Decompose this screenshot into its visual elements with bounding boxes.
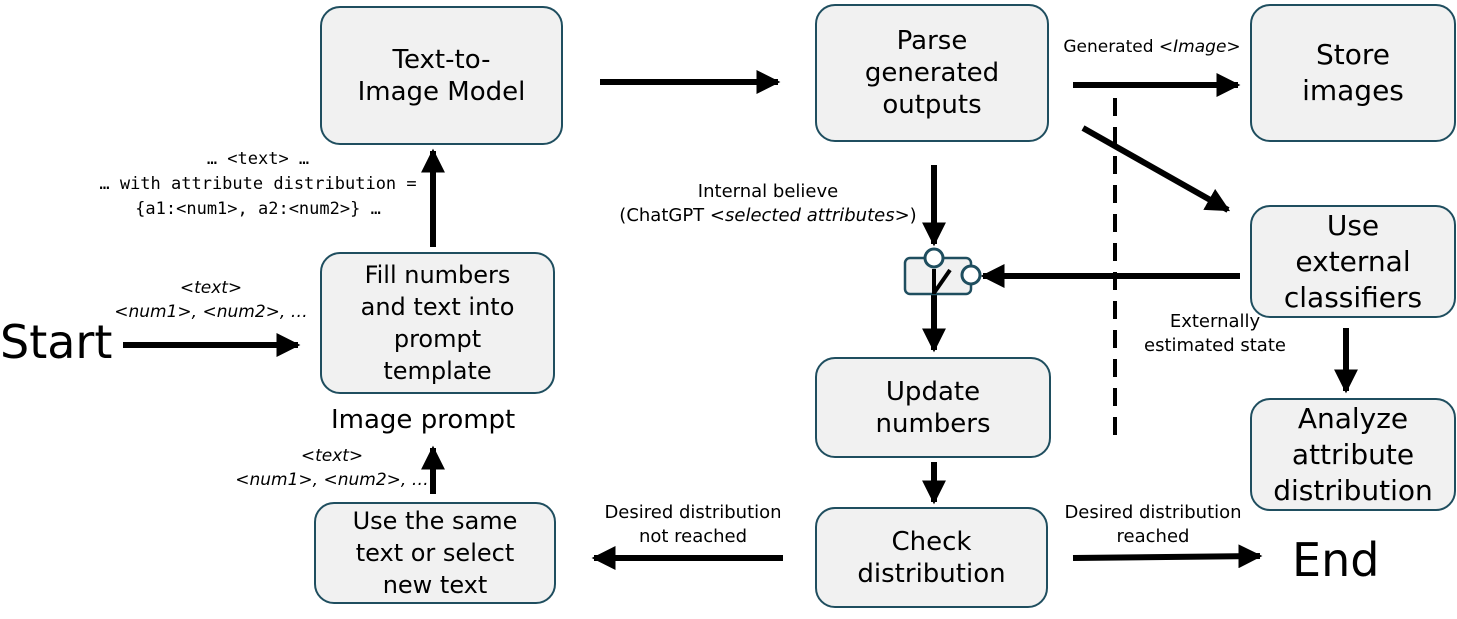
use-same-text-box: Use the same text or select new text xyxy=(314,502,556,604)
analyze-distribution-box: Analyze attribute distribution xyxy=(1250,398,1456,511)
internal-belief-text: Internal believe (ChatGPT <selected attr… xyxy=(619,181,917,226)
not-reached-text: Desired distribution not reached xyxy=(604,502,782,547)
reached-text: Desired distribution reached xyxy=(1064,502,1242,547)
start-inputs-text: <text> <num1>, <num2>, … xyxy=(114,278,308,322)
arrow-check-to-end xyxy=(1072,544,1263,569)
externally-estimated-text: Externally estimated state xyxy=(1144,311,1286,356)
loop-inputs-text: <text> <num1>, <num2>, … xyxy=(235,446,429,490)
end-label: End xyxy=(1292,533,1380,587)
prompt-example-text: … <text> … … with attribute distribution… xyxy=(99,149,417,219)
store-images-box: Store images xyxy=(1250,4,1456,142)
start-label: Start xyxy=(0,315,113,369)
switch-icon xyxy=(903,247,982,296)
generated-image-text: Generated <Image> xyxy=(1063,37,1241,57)
arrow-parse-to-classifiers xyxy=(1081,125,1231,213)
text-to-image-model-box: Text-to- Image Model xyxy=(320,6,563,145)
parse-outputs-box: Parse generated outputs xyxy=(815,4,1049,142)
fill-template-box: Fill numbers and text into prompt templa… xyxy=(320,252,555,394)
image-prompt-label: Image prompt xyxy=(331,405,516,435)
update-numbers-box: Update numbers xyxy=(815,357,1051,458)
external-classifiers-box: Use external classifiers xyxy=(1250,205,1456,318)
check-distribution-box: Check distribution xyxy=(815,507,1048,608)
